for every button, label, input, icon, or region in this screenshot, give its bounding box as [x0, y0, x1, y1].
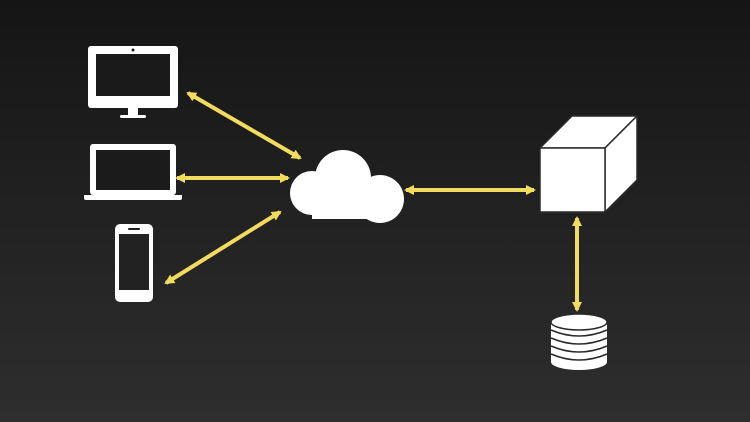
- cloud-icon: [290, 150, 404, 223]
- arrow-desktop-cloud: [186, 91, 302, 160]
- connection-arrows: [164, 91, 582, 312]
- desktop-monitor-icon: [88, 46, 178, 118]
- smartphone-icon: [115, 224, 153, 302]
- database-stack-icon: [550, 313, 608, 370]
- server-cube-icon: [539, 115, 638, 213]
- laptop-icon: [84, 144, 182, 200]
- arrow-phone-cloud: [164, 210, 282, 285]
